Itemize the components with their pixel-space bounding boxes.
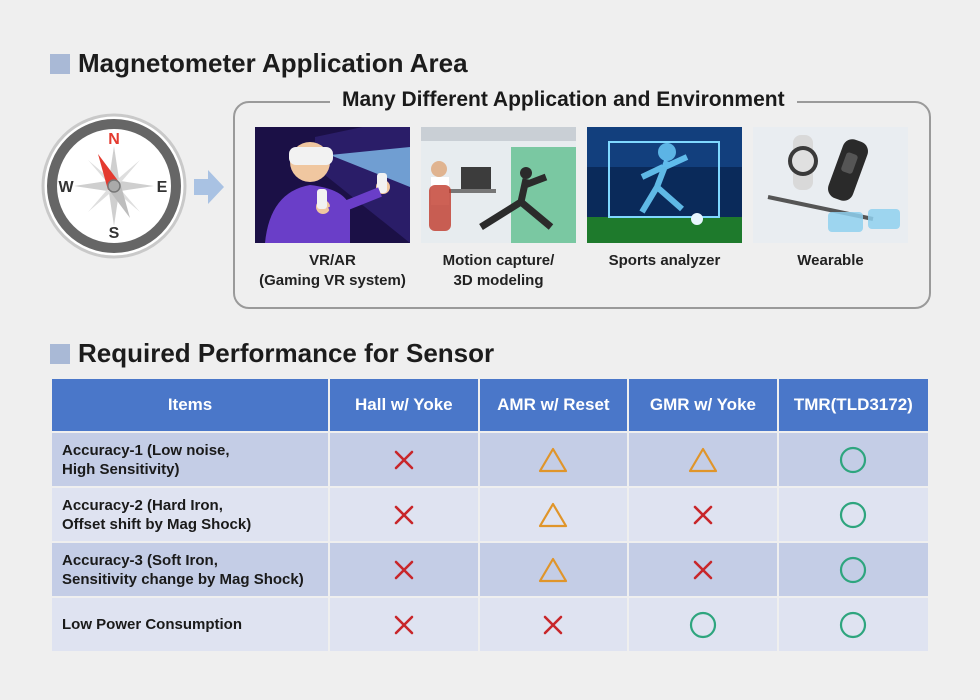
rating-cell bbox=[778, 433, 928, 486]
cross-icon bbox=[389, 560, 419, 579]
performance-table: Items Hall w/ Yoke AMR w/ Reset GMR w/ Y… bbox=[50, 377, 930, 653]
compass-west-label: W bbox=[58, 179, 74, 196]
performance-title-text: Required Performance for Sensor bbox=[78, 338, 495, 368]
app-card-motion: Motion capture/ 3D modeling bbox=[421, 127, 576, 291]
table-row: Accuracy-3 (Soft Iron, Sensitivity chang… bbox=[52, 543, 928, 596]
app-label-sports: Sports analyzer bbox=[608, 252, 721, 269]
compass-north-label: N bbox=[108, 131, 120, 148]
app-card-wearable: Wearable bbox=[753, 127, 908, 271]
triangle-icon bbox=[538, 557, 568, 582]
smart-wearables-image bbox=[753, 127, 908, 243]
table-row: Low Power Consumption bbox=[52, 598, 928, 651]
cross-icon bbox=[389, 450, 419, 469]
rating-cell bbox=[778, 598, 928, 651]
circle-icon bbox=[688, 611, 718, 638]
triangle-icon bbox=[538, 502, 568, 527]
app-label-motion: Motion capture/ 3D modeling bbox=[442, 252, 555, 289]
title-square-icon bbox=[50, 343, 70, 364]
compass-icon: N S E W bbox=[40, 112, 188, 260]
compass-south-label: S bbox=[109, 225, 120, 242]
header-hall: Hall w/ Yoke bbox=[330, 379, 478, 431]
motion-capture-image bbox=[421, 127, 576, 243]
rating-cell bbox=[479, 598, 628, 651]
row-item-label: Accuracy-3 (Soft Iron, Sensitivity chang… bbox=[52, 543, 329, 596]
rating-cell bbox=[778, 543, 928, 596]
rating-cell bbox=[629, 433, 777, 486]
sports-analyzer-image bbox=[587, 127, 742, 243]
header-items: Items bbox=[52, 379, 329, 431]
rating-cell bbox=[330, 543, 478, 596]
header-gmr: GMR w/ Yoke bbox=[629, 379, 777, 431]
compass-east-label: E bbox=[157, 179, 168, 196]
rating-cell bbox=[330, 598, 478, 651]
arrow-right-icon bbox=[194, 170, 224, 209]
cross-icon bbox=[688, 505, 718, 524]
cross-icon bbox=[538, 615, 568, 634]
header-tmr: TMR(TLD3172) bbox=[778, 379, 928, 431]
circle-icon bbox=[838, 556, 868, 583]
circle-icon bbox=[838, 611, 868, 638]
cross-icon bbox=[389, 615, 419, 634]
application-box-title: Many Different Application and Environme… bbox=[330, 88, 797, 112]
header-amr: AMR w/ Reset bbox=[479, 379, 628, 431]
row-item-label: Accuracy-2 (Hard Iron, Offset shift by M… bbox=[52, 488, 329, 541]
cross-icon bbox=[688, 560, 718, 579]
app-label-wearable: Wearable bbox=[797, 252, 864, 269]
cross-icon bbox=[389, 505, 419, 524]
app-card-sports: Sports analyzer bbox=[587, 127, 742, 271]
rating-cell bbox=[778, 488, 928, 541]
application-area-title-text: Magnetometer Application Area bbox=[78, 48, 468, 78]
rating-cell bbox=[330, 433, 478, 486]
app-card-vr: VR/AR (Gaming VR system) bbox=[255, 127, 410, 291]
row-item-label: Accuracy-1 (Low noise, High Sensitivity) bbox=[52, 433, 329, 486]
circle-icon bbox=[838, 501, 868, 528]
app-label-vr: VR/AR (Gaming VR system) bbox=[259, 252, 406, 289]
table-header-row: Items Hall w/ Yoke AMR w/ Reset GMR w/ Y… bbox=[52, 379, 928, 431]
rating-cell bbox=[479, 488, 628, 541]
application-area-title: Magnetometer Application Area bbox=[50, 48, 468, 79]
performance-title: Required Performance for Sensor bbox=[50, 338, 494, 369]
rating-cell bbox=[629, 598, 777, 651]
rating-cell bbox=[330, 488, 478, 541]
rating-cell bbox=[479, 433, 628, 486]
table-row: Accuracy-2 (Hard Iron, Offset shift by M… bbox=[52, 488, 928, 541]
triangle-icon bbox=[688, 447, 718, 472]
rating-cell bbox=[629, 488, 777, 541]
circle-icon bbox=[838, 446, 868, 473]
triangle-icon bbox=[538, 447, 568, 472]
table-row: Accuracy-1 (Low noise, High Sensitivity) bbox=[52, 433, 928, 486]
rating-cell bbox=[479, 543, 628, 596]
vr-headset-user-image bbox=[255, 127, 410, 243]
title-square-icon bbox=[50, 53, 70, 74]
row-item-label: Low Power Consumption bbox=[52, 598, 329, 651]
rating-cell bbox=[629, 543, 777, 596]
